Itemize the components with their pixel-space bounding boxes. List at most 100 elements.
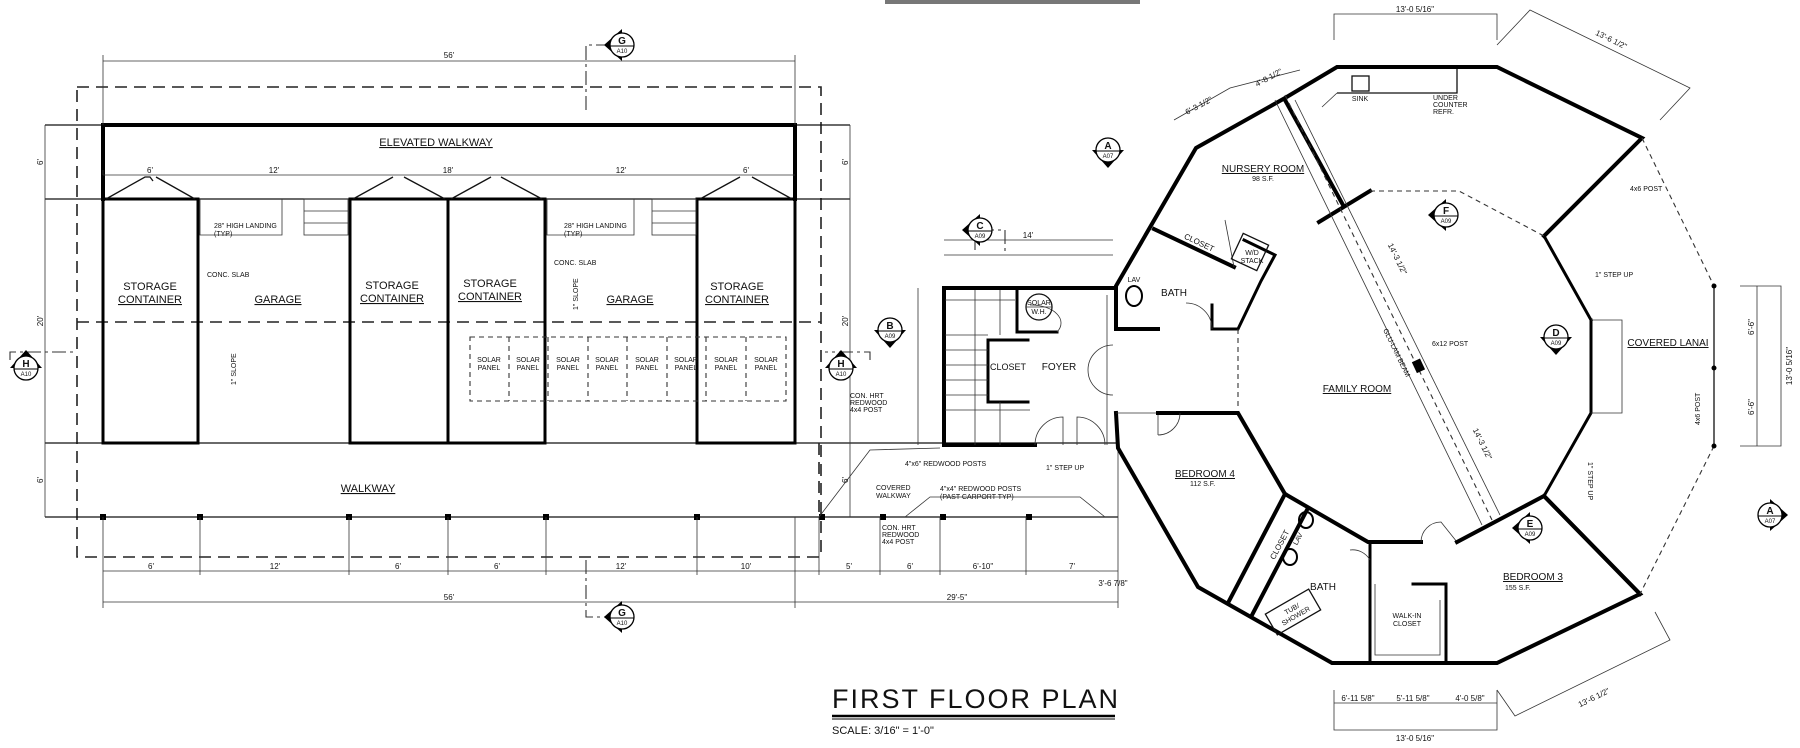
section-marker[interactable]: A A07	[1757, 499, 1788, 531]
section-sheet: A09	[1551, 341, 1562, 347]
dim-house-bottom-part: 6'-11 5/8"	[1341, 694, 1374, 703]
dim-overall-bottom: 56'	[444, 593, 455, 602]
foyer-label: FOYER	[1042, 362, 1076, 373]
covered-lanai-label: COVERED LANAI	[1627, 338, 1708, 349]
solar-water-heater-label: W.H.	[1031, 309, 1046, 316]
solar-panel-label: PANEL	[636, 365, 659, 372]
post-4x6-label: 4x6 POST	[1630, 186, 1663, 193]
bedroom-4-label: BEDROOM 4	[1175, 469, 1235, 480]
step-up-note: 1" STEP UP	[1586, 462, 1593, 500]
nursery-area: 98 S.F.	[1252, 176, 1274, 183]
bath-label: BATH	[1310, 582, 1336, 593]
solar-panels: SOLARPANELSOLARPANELSOLARPANELSOLARPANEL…	[477, 357, 778, 372]
solar-panel-label: SOLAR	[595, 357, 619, 364]
dim-house-top: 13'-0 5/16"	[1396, 5, 1434, 14]
dim-side: 6'	[841, 477, 850, 483]
solar-panel-label: PANEL	[675, 365, 698, 372]
refrigerator-label: COUNTER	[1433, 102, 1468, 109]
section-circle-icon	[609, 604, 635, 630]
section-sheet: A10	[836, 372, 847, 378]
dim-top: 12'	[616, 166, 627, 175]
section-circle-icon	[1517, 515, 1543, 541]
dim-beam: 14'-3 1/2"	[1386, 242, 1409, 276]
dim-top: 12'	[269, 166, 280, 175]
slope-note: 1" SLOPE	[573, 278, 580, 310]
storage-container-label: STORAGE	[123, 281, 177, 293]
section-sheet: A09	[885, 334, 896, 340]
storage-container-label: STORAGE	[463, 278, 517, 290]
dim-overall-width: 56'	[444, 51, 455, 60]
section-marker[interactable]: G A10	[604, 601, 635, 633]
dim-connector-overall: 29'-5"	[947, 593, 968, 602]
landing-note: (TYP)	[214, 231, 232, 238]
elevated-walkway-label: ELEVATED WALKWAY	[379, 137, 493, 149]
storage-container-label: CONTAINER	[360, 293, 424, 305]
section-letter: A	[1766, 506, 1773, 517]
post-6x12-label: 6x12 POST	[1432, 341, 1469, 348]
storage-container-label: CONTAINER	[118, 294, 182, 306]
dim-lanai: 13'-0 5/16"	[1785, 347, 1794, 385]
section-sheet: A10	[617, 621, 628, 627]
section-sheet: A10	[21, 372, 32, 378]
title-block-edge	[885, 0, 1140, 4]
conc-slab-label: CONC. SLAB	[554, 260, 597, 267]
slope-note: 1" SLOPE	[231, 353, 238, 385]
dim-lanai-part: 6'-6"	[1747, 399, 1756, 415]
post-4x6-label: 4x6 POST	[1695, 392, 1702, 425]
dim-house-nw: 4'-8 1/2"	[1254, 67, 1284, 89]
covered-walkway-label: WALKWAY	[876, 493, 911, 500]
sink-label: SINK	[1352, 96, 1369, 103]
dim-bottom: 6'-10"	[973, 562, 994, 571]
dim-bottom: 10'	[741, 562, 752, 571]
dim-bottom: 6'	[148, 562, 154, 571]
drawing-title: FIRST FLOOR PLAN	[832, 684, 1120, 714]
section-sheet: A07	[1765, 519, 1776, 525]
foyer-block	[818, 229, 1115, 518]
solar-panel-label: PANEL	[478, 365, 501, 372]
dim-top: 6'	[147, 166, 153, 175]
conc-slab-label: CONC. SLAB	[207, 272, 250, 279]
storage-container-label: STORAGE	[710, 281, 764, 293]
covered-walkway-label: COVERED	[876, 485, 911, 492]
dim-house-se: 13'-6 1/2"	[1577, 686, 1611, 709]
section-letter: G	[618, 608, 626, 619]
refrigerator-label: UNDER	[1433, 95, 1458, 102]
bedroom-3-area: 155 S.F.	[1505, 585, 1531, 592]
storage-container-label: CONTAINER	[458, 291, 522, 303]
garage-building	[9, 44, 1119, 618]
solar-panel-label: PANEL	[557, 365, 580, 372]
wd-label: W/D	[1245, 250, 1259, 257]
bedroom-3-label: BEDROOM 3	[1503, 572, 1563, 583]
dim-side: 6'	[841, 159, 850, 165]
bottom-dimensions: 6' 12' 6' 6' 12' 10' 5' 6' 6'-10" 7' 56'…	[148, 562, 1128, 602]
con-hrt-post-note: REDWOOD	[850, 400, 887, 407]
section-sheet: A09	[1441, 219, 1452, 225]
dim-bottom: 5'	[846, 562, 852, 571]
bath-label: BATH	[1161, 288, 1187, 299]
dim-side: 6'	[36, 477, 45, 483]
section-circle-icon	[13, 355, 39, 381]
solar-panel-label: SOLAR	[516, 357, 540, 364]
section-sheet: A09	[975, 234, 986, 240]
section-letter: A	[1104, 141, 1111, 152]
section-markers: GA10GA10HA10HA10CA09BA09AA07AA07DA09EA09…	[10, 29, 1788, 633]
walk-in-closet-label: CLOSET	[1393, 621, 1422, 628]
dim-top: 6'	[743, 166, 749, 175]
wd-label: STACK	[1241, 258, 1264, 265]
garage-label: GARAGE	[606, 294, 653, 306]
dim-side: 6'	[36, 159, 45, 165]
dim-lanai-part: 6'-6"	[1747, 319, 1756, 335]
house	[1113, 9, 1782, 731]
redwood-posts-4x6-note: 4"x6" REDWOOD POSTS	[905, 461, 987, 468]
foyer-closet-label: CLOSET	[990, 362, 1027, 372]
